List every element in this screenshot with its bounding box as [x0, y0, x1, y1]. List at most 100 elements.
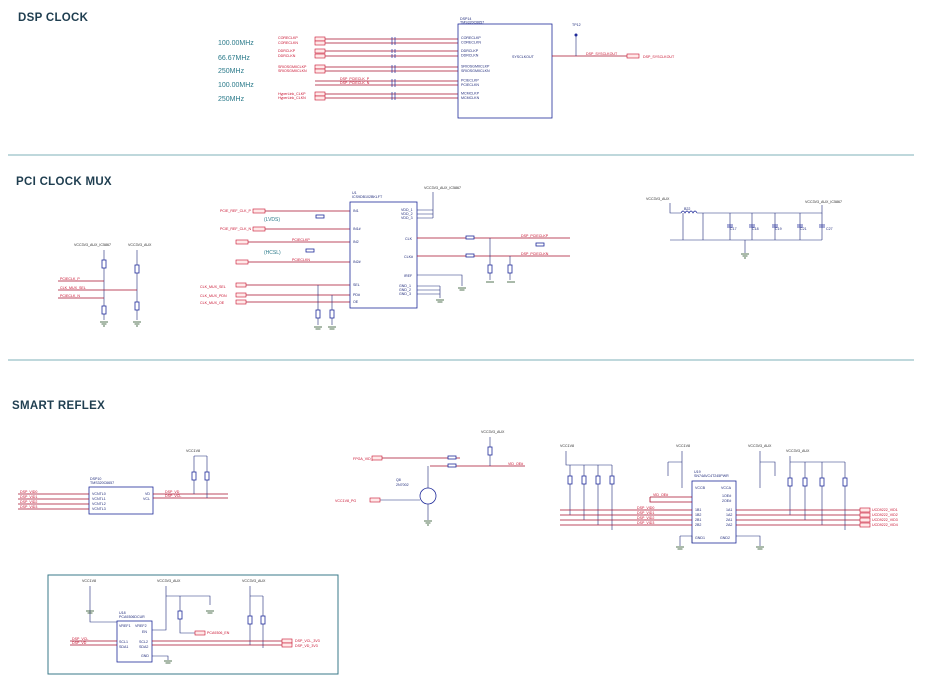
- net-label: DDRCLKP: [278, 49, 296, 53]
- pin-label: DDRCLKP: [461, 49, 479, 53]
- pin-label-sysclkout: SYSCLKOUT: [512, 55, 535, 59]
- dsp10-chip: DSP10 TMS320C6657 VCNTL0 VCNTL1 VCNTL2 V…: [18, 449, 228, 515]
- pci-mux-input-nets: PCIE_REF_CLK_P PCIE_REF_CLK_N PCIECLKP P…: [220, 208, 350, 265]
- pin-label: SEL: [353, 283, 360, 287]
- pin-label: EN: [142, 630, 147, 634]
- net-label: DSP_VD_3V3: [295, 644, 318, 648]
- chip-part: PCA9306DCUR: [119, 615, 145, 619]
- pin-label: CLK: [405, 237, 413, 241]
- pin-label: 1OE#: [722, 494, 731, 498]
- pin-label: MCMCLKN: [461, 96, 480, 100]
- cap-label: C19: [775, 227, 782, 231]
- pin-label: GND_3: [399, 292, 411, 296]
- net-label: SRIOSGMIICLKP: [278, 65, 307, 69]
- pin-label: VCCA: [721, 486, 732, 490]
- pin-label: IN1: [353, 209, 359, 213]
- net-label: UCD9222_VID2: [872, 513, 898, 517]
- pin-label: IN2#: [353, 260, 361, 264]
- net-label: DSP_VCL_3V3: [295, 639, 320, 643]
- pin-label: 1A1: [726, 508, 732, 512]
- rail-label: VCC3V3_AUX_IC5867: [805, 200, 842, 204]
- net-label: DSP_VID0: [637, 506, 654, 510]
- pin-label: DDRCLKN: [461, 54, 479, 58]
- pin-label: PCIECLKP: [461, 79, 479, 83]
- net-label: PCIECLK_P: [60, 277, 80, 281]
- pin-label: VREF1: [119, 624, 131, 628]
- signal-tag: (LVDS): [264, 217, 280, 223]
- pin-label: VCL: [143, 497, 150, 501]
- chip-ref: DSP14: [460, 17, 471, 21]
- pin-label: CLK#: [404, 255, 413, 259]
- net-label: HyperLink_CLKN: [278, 96, 306, 100]
- pci-power-filter: VCC3V3_AUX VCC3V3_AUX_IC5867 B22 C17 C18…: [646, 197, 842, 259]
- rail-label: VCC1V8: [82, 579, 96, 583]
- rail-label: VCC3V3_AUX_IC5867: [424, 186, 461, 190]
- net-label: CLK_MUX_SEL: [200, 285, 226, 289]
- net-label: DSP_VCL: [72, 637, 88, 641]
- net-label: DSP_VID3: [637, 521, 654, 525]
- dsp14-chip: DSP14 TMS320C6657 CORECLKP CORECLKN DDRC…: [457, 17, 553, 119]
- port-label: DSP_SYSCLKOUT: [643, 55, 675, 59]
- i2c-level-shifter-block: VCC1V8 VCC3V3_AUX VCC3V3_AUX PCA9306_EN …: [47, 574, 339, 675]
- net-label: DSP_VID3: [20, 505, 37, 509]
- chip-ref: DSP10: [90, 477, 101, 481]
- chip-part: TMS320C6657: [90, 481, 114, 485]
- pin-label: 2A2: [726, 523, 732, 527]
- net-label: VID_OE#: [653, 493, 668, 497]
- pin-label: VCCB: [695, 486, 706, 490]
- pin-label: 2OE#: [722, 499, 731, 503]
- chip-ref: U18: [119, 611, 126, 615]
- chip-ref: U19: [694, 470, 701, 474]
- u1-power-and-outputs: VCC3V3_AUX_IC5867 DSP_PCIECLKP DSP_PCIEC…: [417, 186, 570, 303]
- pin-label: GND: [141, 654, 149, 658]
- cap-label: C27: [826, 227, 833, 231]
- net-label: DSP_PCIECLK_P: [340, 77, 370, 81]
- rail-label: VCC1V8: [676, 444, 690, 448]
- pin-label: SCL1: [119, 640, 128, 644]
- pin-label: VCNTL1: [92, 497, 106, 501]
- pin-label: OE: [353, 300, 359, 304]
- net-label: DDRCLKN: [278, 54, 296, 58]
- dsp-sysclkout-net: TP12 DSP_SYSCLKOUT DSP_SYSCLKOUT: [552, 23, 675, 59]
- pin-label: SCL2: [139, 640, 148, 644]
- cap-label: C18: [752, 227, 759, 231]
- cap-label: C17: [730, 227, 737, 231]
- signal-tag: (HCSL): [264, 250, 281, 256]
- net-label: CLK_MUX_PDN: [200, 294, 227, 298]
- pin-label: 2B1: [695, 518, 701, 522]
- pin-label: SDA1: [119, 645, 128, 649]
- pin-label: MCMCLKP: [461, 92, 480, 96]
- pin-label: VCNTL3: [92, 507, 106, 511]
- freq-label: 66.67MHz: [218, 55, 250, 62]
- net-label: VCC1V8_PG: [335, 499, 356, 503]
- net-label: HyperLink_CLKP: [278, 92, 306, 96]
- vid-oe-mosfet-network: FPGA_VID_OE# VCC3V3_AUX VID_OE# Q8 2N700…: [335, 430, 525, 526]
- net-label: CLK_MUX_OE: [200, 301, 225, 305]
- net-label: PCIECLK_N: [60, 294, 80, 298]
- rail-label: VCC3V3_AUX: [157, 579, 181, 583]
- net-label: DSP_PCIECLK_N: [340, 81, 370, 85]
- rail-label: VCC1V8: [186, 449, 200, 453]
- section-title-smart-reflex: SMART REFLEX: [12, 400, 105, 412]
- pin-label: 2A1: [726, 518, 732, 522]
- pci-left-divider-network: VCC3V3_AUX_IC5867 VCC3V3_AUX PCIECLK_P C…: [58, 243, 152, 327]
- chip-part: ICS9DB102BKLFT: [352, 195, 383, 199]
- rail-label: VCC3V3_AUX_IC5867: [74, 243, 111, 247]
- net-label: DSP_VD: [72, 641, 87, 645]
- net-label: UCD9222_VID4: [872, 523, 898, 527]
- rail-label: VCC1V8: [560, 444, 574, 448]
- net-label: DSP_VID1: [637, 511, 654, 515]
- pin-label: IREF: [404, 274, 413, 278]
- net-label: UCD9222_VID3: [872, 518, 898, 522]
- pin-label: CORECLKN: [461, 41, 481, 45]
- pin-label: 1B1: [695, 508, 701, 512]
- test-point-label: TP12: [572, 23, 581, 27]
- pin-label: VCNTL2: [92, 502, 106, 506]
- net-label: DSP_SYSCLKOUT: [586, 52, 618, 56]
- dsp-clock-input-nets: [314, 36, 458, 101]
- pin-label: GND1: [695, 536, 705, 540]
- bead-label: B22: [684, 207, 690, 211]
- mosfet-part: 2N7002: [396, 483, 409, 487]
- section-title-pci-clock-mux: PCI CLOCK MUX: [16, 176, 112, 188]
- cap-label: C21: [800, 227, 807, 231]
